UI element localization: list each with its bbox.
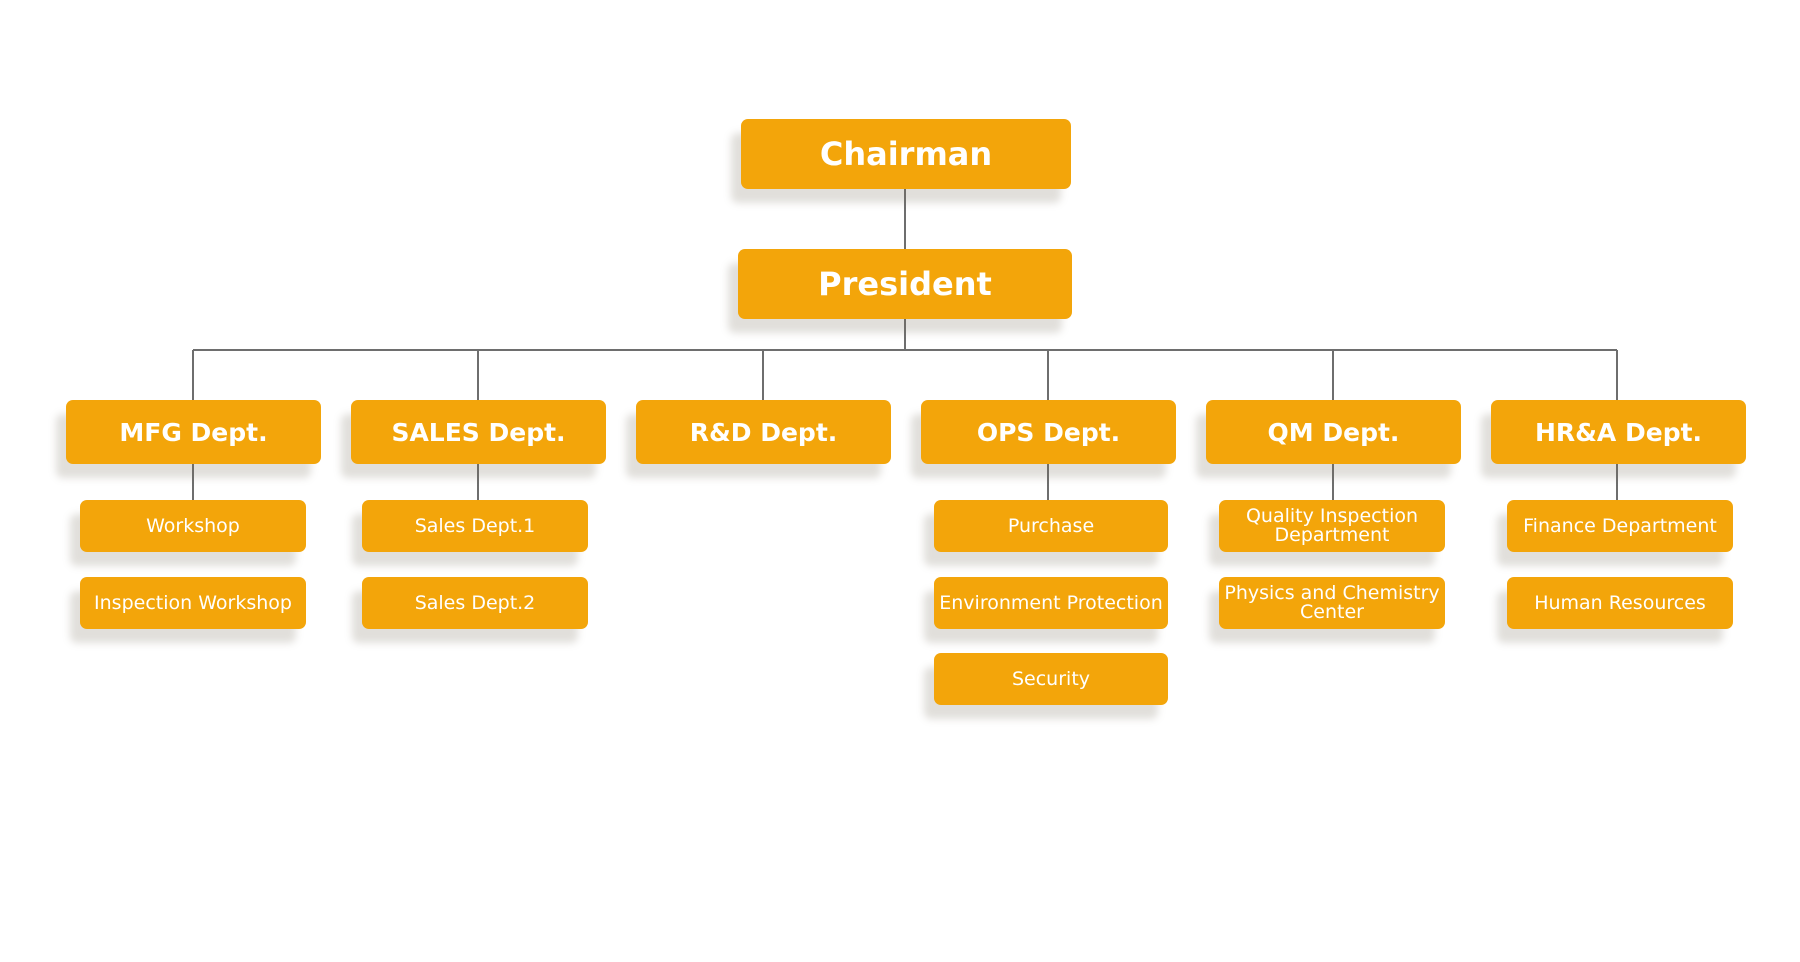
dept-qm: QM Dept.	[1206, 400, 1461, 464]
unit-human-resources: Human Resources	[1507, 577, 1733, 629]
unit-environment-protection: Environment Protection	[934, 577, 1168, 629]
unit-inspection-workshop: Inspection Workshop	[80, 577, 306, 629]
dept-ops: OPS Dept.	[921, 400, 1176, 464]
dept-mfg: MFG Dept.	[66, 400, 321, 464]
dept-rnd: R&D Dept.	[636, 400, 891, 464]
dept-sales: SALES Dept.	[351, 400, 606, 464]
unit-sales-dept-1: Sales Dept.1	[362, 500, 588, 552]
unit-security: Security	[934, 653, 1168, 705]
unit-purchase: Purchase	[934, 500, 1168, 552]
chairman-box: Chairman	[741, 119, 1071, 189]
unit-workshop: Workshop	[80, 500, 306, 552]
president-box: President	[738, 249, 1072, 319]
dept-hra: HR&A Dept.	[1491, 400, 1746, 464]
unit-finance: Finance Department	[1507, 500, 1733, 552]
unit-physics-chemistry: Physics and Chemistry Center	[1219, 577, 1445, 629]
unit-sales-dept-2: Sales Dept.2	[362, 577, 588, 629]
unit-quality-inspection: Quality Inspection Department	[1219, 500, 1445, 552]
